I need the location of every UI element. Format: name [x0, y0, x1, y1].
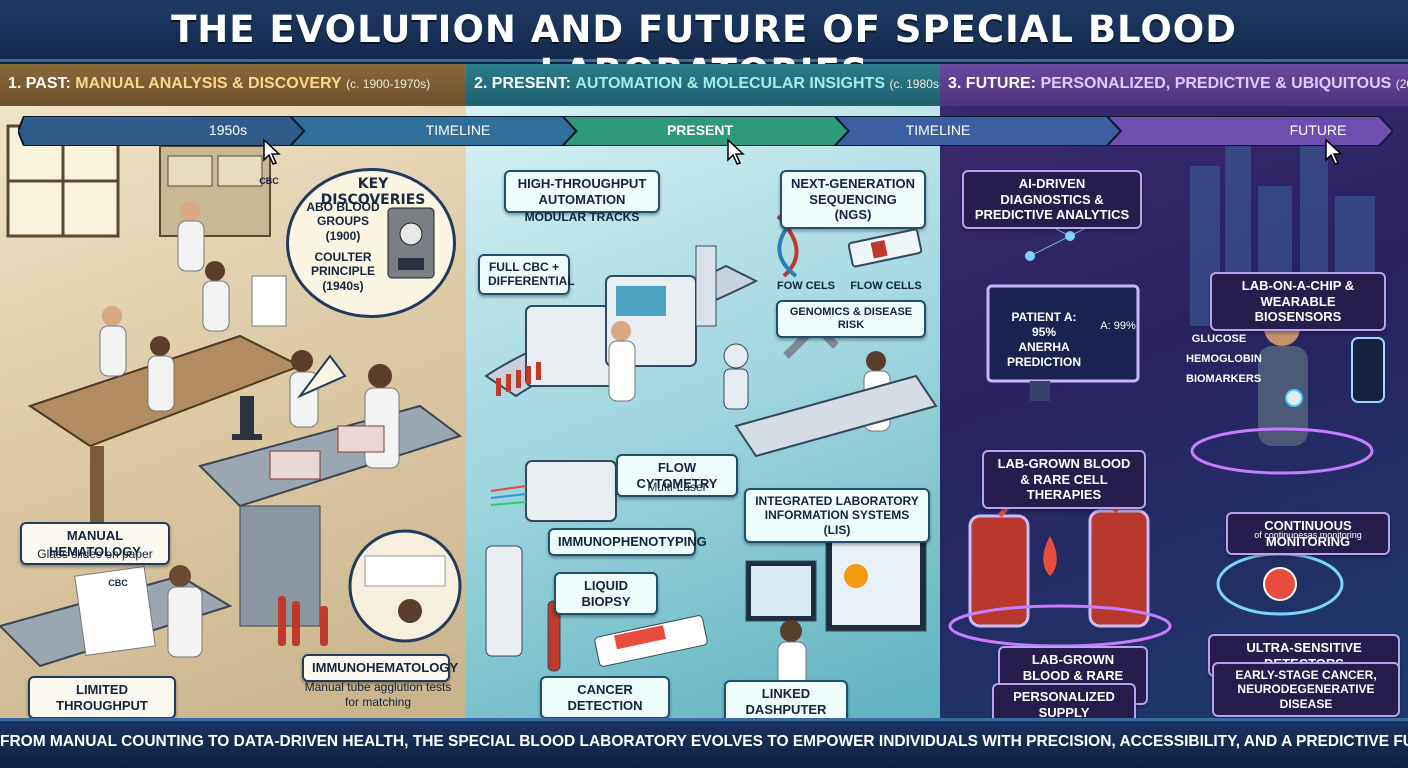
continuous-monitoring-label: CONTINUOUS MONITORING	[1226, 512, 1390, 556]
title-bar	[0, 0, 1408, 62]
timeline-segment	[18, 116, 306, 146]
future-lab-illustration	[948, 136, 1385, 648]
ai-diagnostics-label: AI-DRIVEN DIAGNOSTICS & PREDICTIVE ANALY…	[962, 170, 1142, 229]
present-lab-illustration	[484, 214, 938, 693]
hemoglobin-label: HEMOGLOBIN	[1186, 353, 1262, 365]
cancer-detection-label: CANCER DETECTION	[540, 676, 670, 720]
immunohematology-note: Manual tube agglution tests for matching	[304, 680, 452, 709]
flow-cytometry-label: FLOW CYTOMETRY	[616, 454, 738, 498]
cursor-arrow-icon	[727, 138, 745, 165]
cbc-sheet-header: CBC	[108, 578, 128, 588]
limited-throughput-label: LIMITED THROUGHPUT	[28, 676, 176, 720]
footer-text: FROM MANUAL COUNTING TO DATA-DRIVEN HEAL…	[0, 733, 1408, 750]
flow-cell-chip-icon	[847, 228, 923, 268]
timeline-label-timeline: TIMELINE	[425, 122, 491, 138]
immunohematology-label: IMMUNOHEMATOLOGY	[302, 654, 458, 682]
early-stage-label: EARLY-STAGE CANCER, NEURODEGENERATIVE DI…	[1212, 662, 1400, 718]
lis-label: INTEGRATED LABORATORY INFORMATION SYSTEM…	[744, 488, 930, 544]
key-item-coulter: COULTER PRINCIPLE (1940s)	[310, 250, 375, 293]
high-throughput-label: HIGH-THROUGHPUT AUTOMATION	[504, 170, 660, 214]
lab-grown-blood-top-label: LAB-GROWN BLOOD & RARE CELL THERAPIES	[982, 450, 1146, 509]
cursor-arrow-icon	[263, 138, 281, 165]
era-number: 1. PAST:	[8, 75, 71, 92]
timeline-bar: 1950s TIMELINE PRESENT TIMELINE FUTURE	[18, 116, 1393, 146]
fow-cels-label: FOW CELS	[776, 280, 836, 292]
timeline-label-future: FUTURE	[1289, 122, 1347, 138]
full-cbc-label: FULL CBC + DIFFERENTIAL	[478, 254, 575, 295]
patient-screen-text: PATIENT A: 95% ANERHA PREDICTION	[1006, 310, 1081, 369]
genomics-label: GENOMICS & DISEASE RISK	[776, 300, 926, 339]
era-title: PERSONALIZED, PREDICTIVE & UBIQUITOUS	[1040, 75, 1392, 92]
page-title: THE EVOLUTION AND FUTURE OF SPECIAL BLOO…	[171, 8, 1237, 94]
timeline-segment	[1105, 116, 1393, 146]
key-item-abo: ABO BLOOD GROUPS (1900)	[306, 200, 380, 243]
timeline-label-present: PRESENT	[666, 122, 734, 138]
era-dates: (2030s+)	[1395, 77, 1408, 91]
timeline-segment	[288, 116, 578, 146]
era-header-future: 3. FUTURE: PERSONALIZED, PREDICTIVE & UB…	[940, 64, 1408, 106]
era-number: 3. FUTURE:	[948, 75, 1036, 92]
continuous-monitoring-note: of continuoesas monitoring	[1254, 530, 1362, 540]
glucose-label: GLUCOSE	[1191, 333, 1247, 345]
cursor-arrow-icon	[1325, 138, 1343, 165]
coulter-counter-icon	[387, 207, 435, 279]
era-title: MANUAL ANALYSIS & DISCOVERY	[75, 75, 342, 92]
manual-hematology-label: MANUAL HEMATOLOGY	[20, 522, 170, 566]
era-dates: (c. 1900-1970s)	[346, 77, 431, 91]
timeline-segment	[833, 116, 1123, 146]
multi-laser-label: Multi-Laser	[647, 480, 707, 494]
linked-dashputer-label: LINKED DASHPUTER	[724, 680, 848, 724]
ngs-label: NEXT-GENERATION SEQUENCING (NGS)	[780, 170, 926, 229]
era-title: AUTOMATION & MOLECULAR INSIGHTS	[575, 75, 885, 92]
timeline-label-1950s: 1950s	[208, 122, 248, 138]
timeline-label-timeline-2: TIMELINE	[905, 122, 971, 138]
key-discoveries-title: KEY DISCOVERIES	[320, 176, 426, 208]
timeline-arrows	[18, 116, 1393, 146]
era-header-past: 1. PAST: MANUAL ANALYSIS & DISCOVERY (c.…	[0, 64, 466, 106]
footer-bar	[0, 718, 1408, 768]
manual-hematology-note: Glass slides on paper	[37, 547, 153, 561]
lab-on-a-chip-label: LAB-ON-A-CHIP & WEARABLE BIOSENSORS	[1210, 272, 1386, 331]
immunophenotyping-label: IMMUNOPHENOTYPING	[548, 528, 707, 556]
patient-screen-side: A: 99%	[1100, 320, 1136, 332]
modular-tracks-label: MODULAR TRACKS	[524, 210, 640, 224]
biomarkers-label: BIOMARKERS	[1186, 373, 1262, 385]
liquid-biopsy-label: LIQUID BIOPSY	[554, 572, 658, 616]
past-lab-illustration	[0, 124, 463, 668]
era-number: 2. PRESENT:	[474, 75, 571, 92]
era-header-present: 2. PRESENT: AUTOMATION & MOLECULAR INSIG…	[466, 64, 980, 106]
wall-sheet-label: CBC	[259, 176, 279, 186]
flow-cells-label: FLOW CELLS	[850, 280, 922, 292]
timeline-segment	[561, 116, 850, 146]
